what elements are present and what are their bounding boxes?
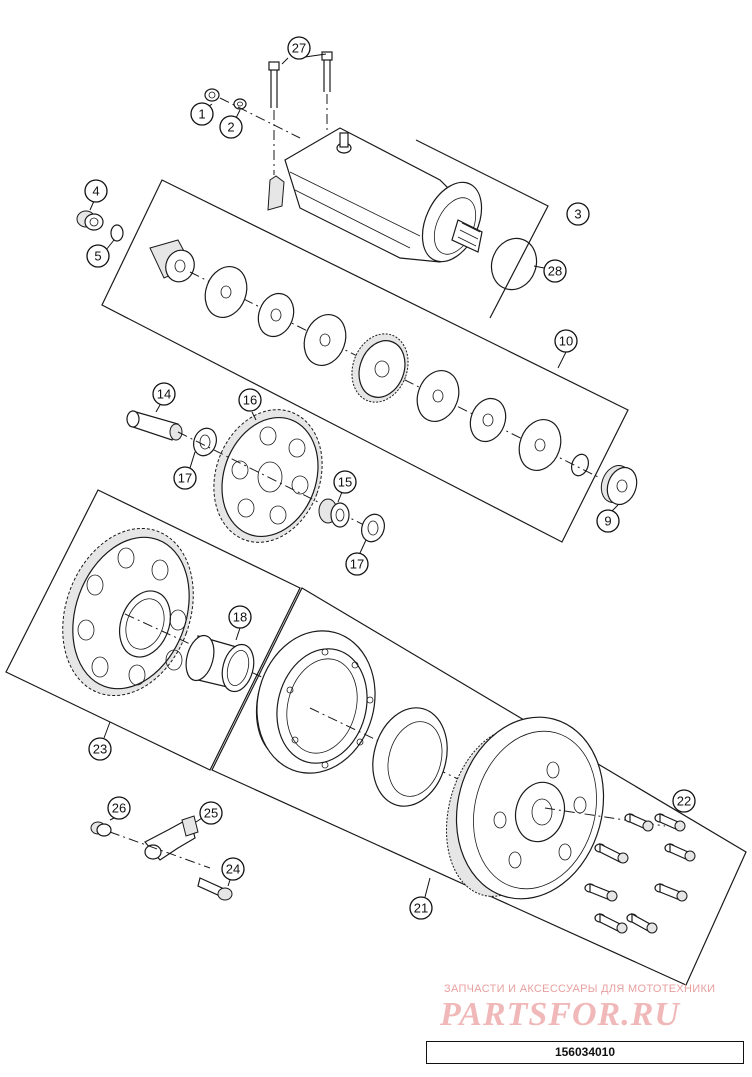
washer-b [303,314,347,366]
freewheel-ring [372,707,448,807]
washer-17a [193,427,217,457]
freewheel-housing [255,630,376,774]
svg-text:14: 14 [157,387,171,402]
callout-9[interactable]: 9 [596,504,620,533]
svg-text:17: 17 [350,557,364,572]
callout-5[interactable]: 5 [86,239,115,268]
drawing-number-box: 156034010 [426,1041,744,1064]
starter-gear [62,527,194,697]
sleeve-18 [185,634,255,693]
washer-a [204,266,248,318]
callout-18[interactable]: 18 [228,605,252,641]
washer-17b [361,513,385,543]
callout-2[interactable]: 2 [219,109,243,139]
callout-27[interactable]: 27 [281,36,327,65]
svg-text:25: 25 [204,806,218,821]
bracket-starter-motor [415,139,549,319]
bushing-4 [76,210,104,231]
svg-text:24: 24 [226,862,240,877]
svg-text:16: 16 [243,393,257,408]
callout-16[interactable]: 16 [238,388,262,421]
bushing-15 [318,498,350,528]
circlip [570,453,590,477]
washer-5 [110,224,124,242]
svg-text:5: 5 [94,249,101,264]
shaft-14 [126,410,183,441]
box-starter-gear [5,489,301,771]
gear-16 [213,409,323,543]
bolt-pair [268,51,333,108]
svg-text:23: 23 [93,742,107,757]
callout-21[interactable]: 21 [409,877,433,920]
callout-23[interactable]: 23 [88,721,112,761]
lever-25 [144,815,199,861]
washer-c [416,370,460,422]
svg-text:9: 9 [604,514,611,529]
svg-text:4: 4 [92,184,99,199]
callout-25[interactable]: 25 [195,801,223,825]
callout-28[interactable]: 28 [533,259,567,283]
callout-15[interactable]: 15 [333,470,357,503]
callout-17b[interactable]: 17 [345,539,369,576]
flywheel-bolts [584,813,696,934]
svg-text:17: 17 [178,471,192,486]
svg-text:18: 18 [233,610,247,625]
callout-1[interactable]: 1 [190,102,214,126]
svg-text:26: 26 [112,801,126,816]
svg-text:2: 2 [227,120,234,135]
svg-text:22: 22 [677,794,691,809]
callout-22[interactable]: 22 [672,789,696,813]
flywheel-rotor [446,716,605,900]
callout-17a[interactable]: 17 [173,451,197,490]
box-idler-gear-set [101,179,629,543]
callout-26[interactable]: 26 [107,796,131,821]
watermark-logo: PARTSFOR.RU [440,996,680,1033]
callout-14[interactable]: 14 [152,382,176,413]
svg-text:10: 10 [559,334,573,349]
bearing-9 [600,465,638,506]
bushing-26 [90,821,112,837]
washer-d [518,419,562,471]
o-ring [490,237,538,291]
svg-text:3: 3 [574,207,581,222]
starter-motor [267,127,483,263]
watermark-tagline: ЗАПЧАСТИ И АКСЕССУАРЫ ДЛЯ МОТОТЕХНИКИ [444,983,716,995]
svg-text:15: 15 [338,475,352,490]
nut-and-washer [204,88,247,110]
svg-text:1: 1 [198,107,205,122]
lock-washer-b [469,397,507,443]
callout-4[interactable]: 4 [84,179,108,211]
svg-text:27: 27 [292,41,306,56]
svg-text:28: 28 [548,264,562,279]
pinion-gear [149,239,195,283]
svg-text:21: 21 [414,901,428,916]
callout-3[interactable]: 3 [566,202,590,226]
lock-washer-a [257,292,295,338]
idler-gear [351,333,409,403]
callout-10[interactable]: 10 [554,329,578,369]
bolt-24 [197,877,233,901]
callout-24[interactable]: 24 [221,857,245,887]
